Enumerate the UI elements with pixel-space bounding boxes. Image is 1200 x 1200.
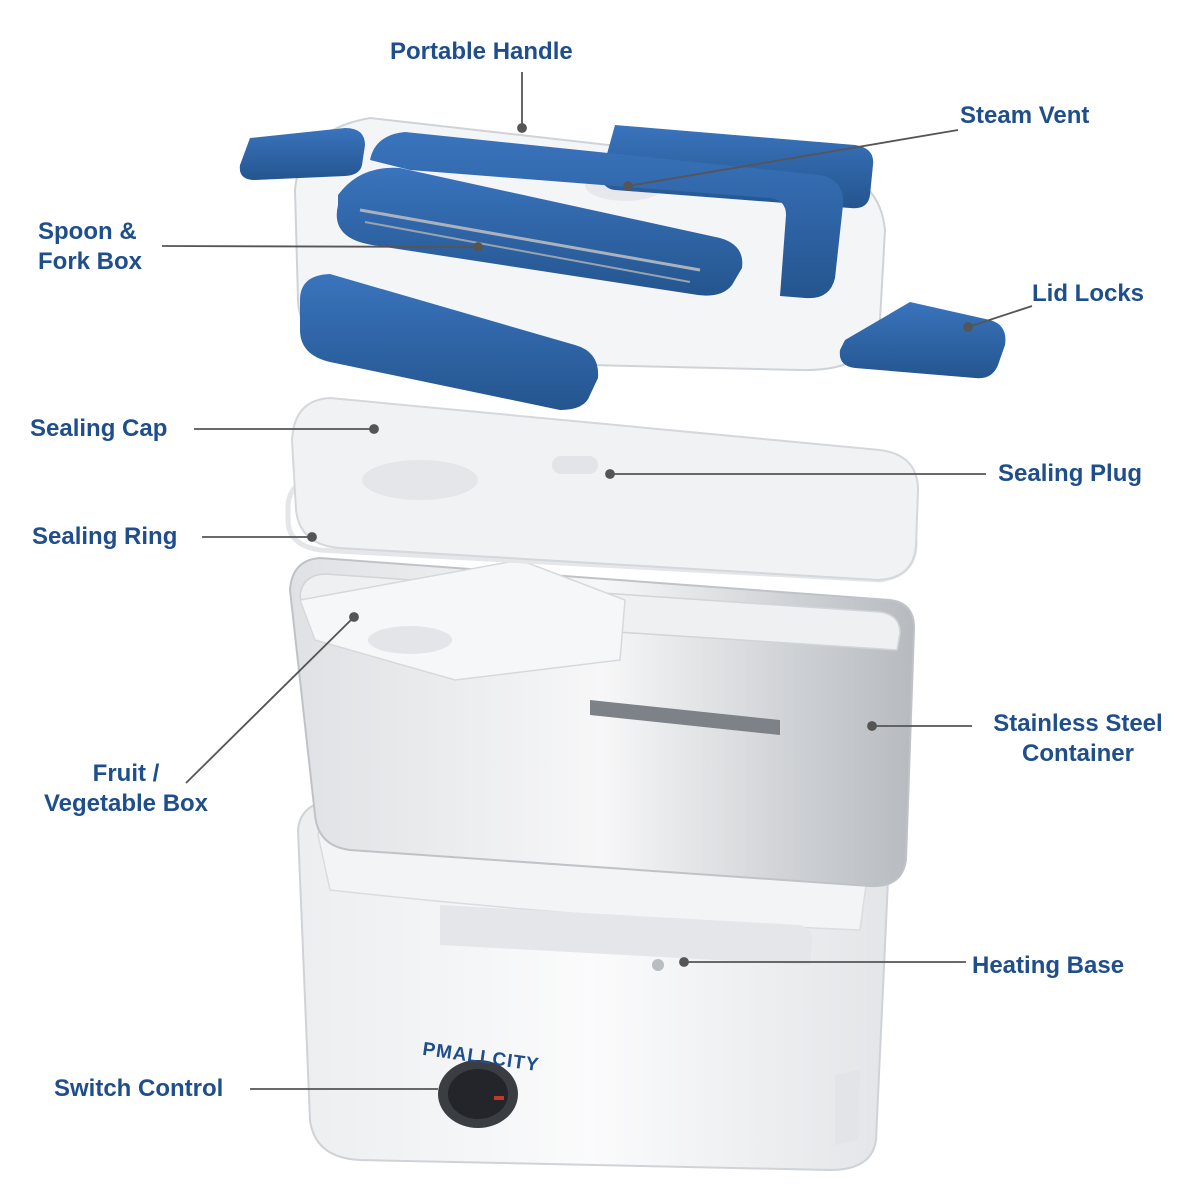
label-lid-locks: Lid Locks (1032, 280, 1145, 307)
label-spoon-fork-box-line1: Spoon & (38, 218, 137, 245)
label-switch-control: Switch Control (54, 1075, 224, 1102)
label-sealing-plug: Sealing Plug (998, 460, 1143, 487)
label-steam-vent: Steam Vent (960, 102, 1090, 129)
label-stainless-steel-line2: Container (1021, 740, 1134, 767)
power-switch[interactable] (438, 1060, 518, 1128)
spoon-fork-box[interactable] (336, 167, 743, 296)
label-fruit-vegetable-box: Fruit / Vegetable Box (28, 759, 224, 819)
label-stainless-steel-line1: Stainless Steel (993, 710, 1163, 737)
fruit-vegetable-box (298, 559, 626, 681)
label-stainless-steel-container: Stainless Steel Container (978, 709, 1178, 769)
lid-lock-left-bottom[interactable] (300, 274, 599, 410)
label-fruit-vegetable-line1: Fruit / (92, 760, 160, 787)
label-spoon-fork-box: Spoon & Fork Box (38, 217, 142, 277)
label-portable-handle: Portable Handle (390, 38, 573, 65)
label-sealing-ring: Sealing Ring (32, 523, 178, 550)
label-fruit-vegetable-line2: Vegetable Box (43, 790, 209, 817)
sealing-plug (552, 456, 598, 474)
lid-lock-left-top[interactable] (239, 128, 365, 180)
label-spoon-fork-box-line2: Fork Box (38, 248, 143, 275)
label-sealing-cap: Sealing Cap (30, 415, 168, 442)
portable-handle[interactable] (370, 132, 844, 299)
lid-lock-right-bottom[interactable] (839, 302, 1006, 379)
label-heating-base: Heating Base (972, 952, 1125, 979)
leader-lines (161, 72, 1033, 1090)
sealing-cap (290, 396, 920, 582)
